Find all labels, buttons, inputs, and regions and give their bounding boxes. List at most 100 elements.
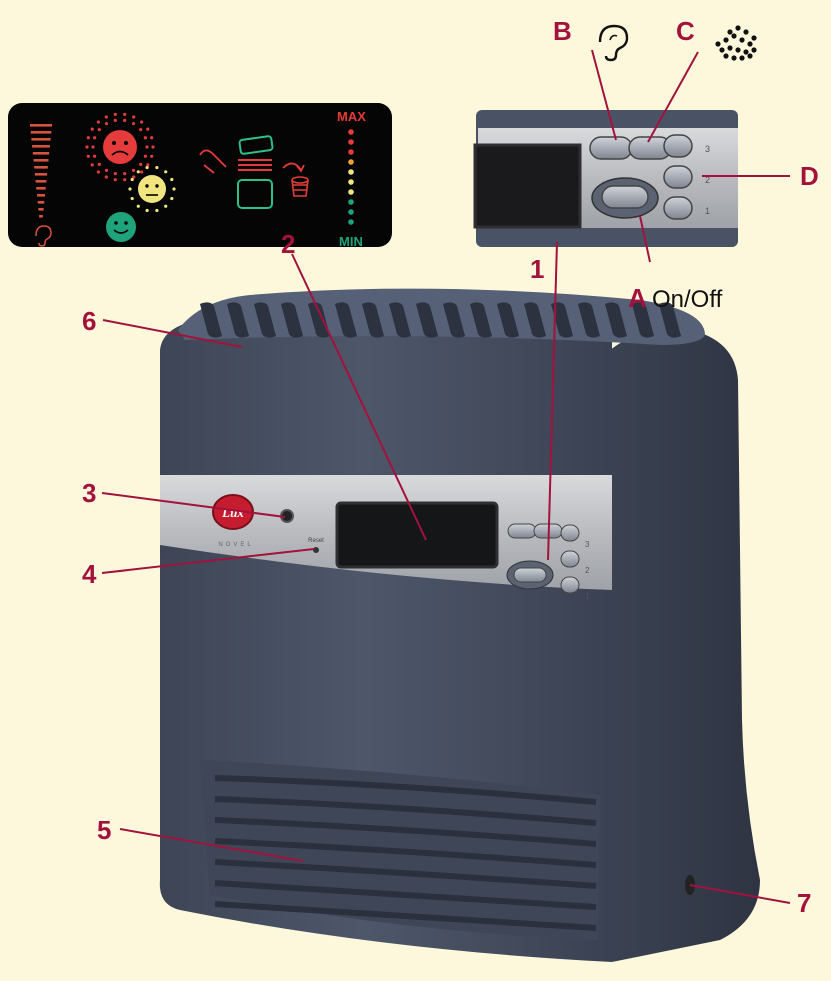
grill-slot (659, 302, 681, 338)
face-dot (172, 187, 176, 191)
face-dot (170, 196, 174, 201)
callout-5-label: 5 (97, 815, 112, 845)
device-button-b[interactable] (507, 523, 537, 539)
logo-text: Lux (221, 505, 244, 520)
level-dot (348, 129, 354, 135)
bottom-grill-slats (214, 775, 597, 931)
device-speed-1[interactable] (560, 576, 580, 594)
face-dot (123, 171, 127, 176)
face-dot (93, 136, 97, 140)
callout-2-label: 2 (281, 229, 296, 259)
dust-dot (731, 55, 737, 61)
display-inset-bg (8, 103, 392, 247)
face-dot (86, 154, 90, 158)
grill-slat (214, 796, 597, 826)
sound-bar (35, 180, 47, 183)
face-dot (93, 154, 97, 158)
grill-slat (214, 838, 597, 868)
ear-icon (35, 225, 52, 247)
grill-slot (281, 302, 303, 338)
sound-level-bars (30, 124, 52, 218)
face-dot (113, 118, 117, 123)
face-dot (164, 204, 168, 208)
face-dot (90, 163, 94, 167)
sad-face-eye (112, 141, 116, 145)
face-dot (145, 165, 149, 170)
face-dot (86, 136, 90, 140)
face-dot (104, 115, 108, 119)
device-speed-3[interactable] (560, 524, 580, 542)
callout-c-label: C (676, 16, 695, 46)
callout-1-label: 1 (530, 254, 545, 284)
leader-4 (101, 548, 315, 574)
brand-text: NOVEL (218, 542, 253, 548)
level-dot (348, 209, 354, 215)
grill-slat (214, 859, 597, 889)
button-on-off[interactable] (601, 185, 649, 209)
dust-dot (739, 55, 745, 61)
grill-slot (470, 302, 492, 338)
speed-button-1[interactable] (663, 196, 693, 220)
reset-button[interactable] (313, 547, 319, 553)
grill-slot (551, 302, 573, 338)
callout-7-label: 7 (797, 888, 812, 918)
sound-bar (32, 152, 50, 155)
grill-slat (214, 880, 597, 910)
leader-b (591, 49, 617, 141)
leader-lines (101, 49, 791, 904)
face-dot (139, 162, 143, 166)
dust-dots-icon (715, 25, 757, 61)
face-dot (128, 187, 132, 191)
face-dot (132, 175, 136, 179)
face-dot (136, 204, 140, 208)
sad-face-icon (103, 130, 137, 164)
device-top-face (178, 288, 705, 345)
happy-face-eye (114, 221, 118, 225)
leader-c (647, 51, 699, 143)
happy-face-mouth (113, 229, 129, 234)
speed-number-1: 1 (705, 206, 710, 216)
sound-bar (34, 173, 48, 176)
dust-dot (719, 47, 725, 53)
button-b[interactable] (589, 136, 633, 160)
face-dot (146, 127, 150, 131)
device-display-window (335, 501, 499, 569)
face-dot (155, 208, 159, 213)
face-dot (91, 145, 95, 149)
grill-slot (578, 302, 600, 338)
face-dot (85, 145, 89, 149)
device-speed-2[interactable] (560, 550, 580, 568)
face-dot (132, 115, 136, 119)
speed-button-3[interactable] (663, 134, 693, 158)
controls-closeup-inset: 3 2 1 (473, 110, 738, 247)
sound-bar (37, 194, 45, 197)
grill-slot (254, 302, 276, 338)
face-dot (113, 178, 117, 182)
device-button-a[interactable] (513, 567, 547, 583)
speed-button-2[interactable] (663, 165, 693, 189)
callout-a-label: A (628, 283, 647, 313)
bin-icon (291, 176, 309, 197)
sound-bar (32, 145, 50, 148)
face-dot (113, 171, 117, 176)
sound-bar (31, 138, 51, 141)
closeup-display-window (473, 143, 582, 229)
level-dot (348, 199, 354, 205)
grill-slot (389, 302, 411, 338)
sound-bar (34, 166, 48, 169)
face-dot (143, 154, 147, 158)
face-dot (90, 127, 94, 131)
sad-face-mouth (111, 150, 129, 156)
sound-bar (36, 187, 46, 190)
face-dot (139, 128, 143, 132)
face-dot (123, 178, 127, 182)
level-dot (348, 149, 354, 155)
device-speed-number-2: 2 (585, 566, 590, 575)
leader-5 (119, 828, 304, 862)
grill-slot (524, 302, 546, 338)
display-inset (8, 103, 392, 247)
face-dot (97, 128, 101, 132)
top-air-outlet-grill (200, 302, 681, 338)
max-label: MAX (337, 109, 366, 124)
